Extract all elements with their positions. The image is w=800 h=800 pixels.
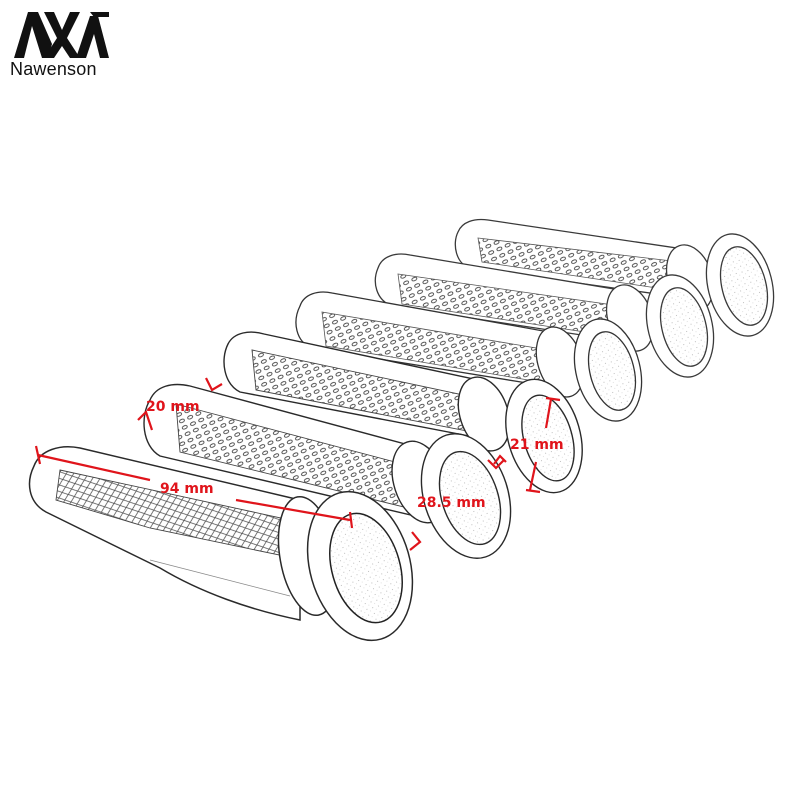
dimension-outer-diameter: 28.5 mm xyxy=(417,495,486,511)
dimension-end-width: 20 mm xyxy=(146,399,200,415)
dimension-inner-diameter: 21 mm xyxy=(510,437,564,453)
nawenson-logo-icon xyxy=(14,12,109,58)
dimension-grip-length: 94 mm xyxy=(160,481,214,497)
brand-logo: Nawenson xyxy=(10,12,122,80)
grip-2 xyxy=(143,383,512,559)
brand-name: Nawenson xyxy=(10,59,97,79)
grip-4 xyxy=(295,291,643,422)
grip-3 xyxy=(223,331,583,494)
grip-5 xyxy=(374,253,715,378)
grip-1 xyxy=(28,446,414,642)
dimension-lines xyxy=(34,377,561,551)
